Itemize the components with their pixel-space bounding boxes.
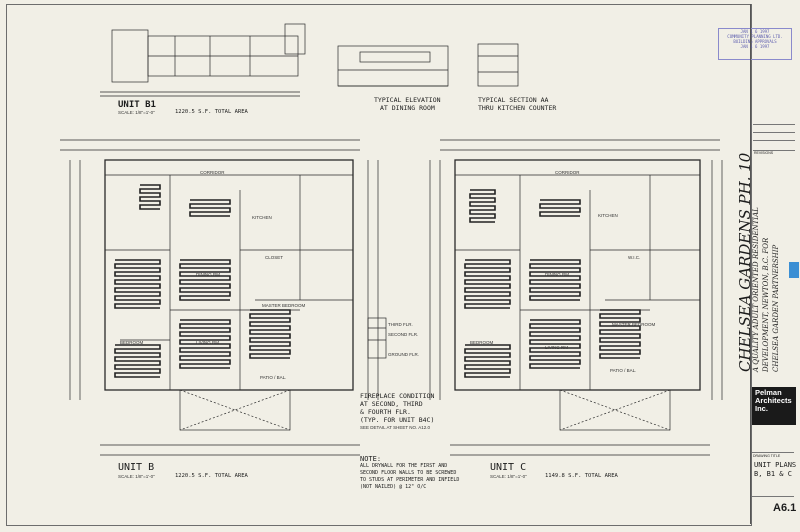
drawing-title-label: DRAWING TITLE <box>753 454 781 458</box>
unit-c-balcony <box>559 389 671 431</box>
unit-c-room-living: LIVING RM <box>545 345 569 350</box>
unit-b-room-living: LIVING RM <box>196 340 220 345</box>
general-note-3: TO STUDS AT PERIMETER AND INFIELD <box>360 477 460 483</box>
fireplace-note-2: AT SECOND, THIRD <box>360 400 423 408</box>
unit-b1-label: UNIT B1 <box>118 100 156 110</box>
general-note-2: SECOND FLOOR WALLS TO BE SCREWED <box>360 470 457 476</box>
elevation-title-2: AT DINING ROOM <box>380 104 435 112</box>
revisions-label: REVISIONS <box>754 151 774 155</box>
b1-stair-outline <box>111 29 149 83</box>
fireplace-detail <box>367 317 387 359</box>
unit-b-room-bedroom: BEDROOM <box>120 340 144 345</box>
stamp-line-1: JAN 1 6 1997 <box>740 29 770 34</box>
general-note-title: NOTE: <box>360 455 382 463</box>
unit-b-room-closet: CLOSET <box>265 255 284 260</box>
fireplace-third-flr: THIRD FLR. <box>388 322 413 327</box>
unit-b-room-patio: PATIO / BAL. <box>260 375 287 380</box>
project-line-3: DEVELOPMENT, NEWTON, B.C. FOR <box>762 237 770 372</box>
unit-c-room-patio: PATIO / BAL. <box>610 368 637 373</box>
sheet-title-1: UNIT PLANS <box>754 461 797 469</box>
approval-stamp: JAN 1 6 1997 COMMUNITY PLANNING LTD. BUI… <box>718 28 792 60</box>
general-note-4: (NOT NAILED) @ 12" O/C <box>360 484 427 490</box>
unit-c-room-kitchen: KITCHEN <box>598 213 618 218</box>
unit-b-room-corridor: CORRIDOR <box>200 170 225 175</box>
section-title-1: TYPICAL SECTION AA <box>478 96 549 104</box>
unit-b-balcony <box>179 389 291 431</box>
unit-b-label: UNIT B <box>118 462 155 473</box>
unit-b-area: 1220.5 S.F. TOTAL AREA <box>175 473 248 479</box>
blue-tab-marker <box>789 262 799 278</box>
unit-c-area: 1149.8 S.F. TOTAL AREA <box>545 473 618 479</box>
stamp-line-2: COMMUNITY PLANNING LTD. <box>727 34 783 39</box>
fireplace-note-1: FIREPLACE CONDITION <box>360 392 435 400</box>
elevation-title-1: TYPICAL ELEVATION <box>374 96 441 104</box>
fireplace-note-3: & FOURTH FLR. <box>360 408 411 416</box>
unit-b-radiant-loops <box>114 184 291 378</box>
section-outline <box>477 43 519 87</box>
unit-c-scale: SCALE: 1/8"=1'-0" <box>490 474 527 479</box>
general-note-1: ALL DRYWALL FOR THE FIRST AND <box>360 463 448 469</box>
unit-b1-area: 1220.5 S.F. TOTAL AREA <box>175 109 248 115</box>
fireplace-ground-flr: GROUND FLR. <box>388 352 420 357</box>
firm-name-3: Inc. <box>755 404 768 413</box>
unit-b1-scale: SCALE: 1/8"=1'-0" <box>118 110 155 115</box>
unit-b-scale: SCALE: 1/8"=1'-0" <box>118 474 155 479</box>
sheet-number: A6.1 <box>773 502 797 514</box>
stamp-line-3: BUILDING APPROVALS <box>733 39 777 44</box>
fireplace-note-4: (TYP. FOR UNIT B4C) <box>360 416 435 424</box>
sheet-title-2: B, B1 & C <box>754 470 792 478</box>
unit-c-room-corridor: CORRIDOR <box>555 170 580 175</box>
fireplace-second-flr: SECOND FLR. <box>388 332 419 337</box>
title-block: REVISIONS <box>750 4 795 524</box>
unit-b-room-kitchen: KITCHEN <box>252 215 272 220</box>
unit-b-room-master: MASTER BEDROOM <box>262 303 306 308</box>
unit-c-radiant-loops <box>464 189 641 378</box>
unit-b-room-dining: DINING RM <box>196 272 220 277</box>
section-title-2: THRU KITCHEN COUNTER <box>478 104 557 112</box>
stamp-line-4: JAN 1 6 1997 <box>740 44 770 49</box>
unit-c-label: UNIT C <box>490 462 527 473</box>
firm-logo: Pelman Architects Inc. <box>752 387 796 425</box>
fireplace-note-5: SEE DETAIL AT SHEET NO. A12.0 <box>360 425 431 430</box>
unit-c-room-master: MASTER BEDROOM <box>612 322 656 327</box>
sheet-border <box>6 4 752 526</box>
firm-name-1: Pelman <box>755 388 782 397</box>
unit-c-room-bedroom: BEDROOM <box>470 340 494 345</box>
unit-c-room-dining: DINING RM <box>545 272 569 277</box>
project-line-4: CHELSEA GARDEN PARTNERSHIP <box>772 244 780 372</box>
unit-c-room-wic: W.I.C. <box>628 255 641 260</box>
project-line-2: A QUALITY ADULT ORIENTED RESIDENTIAL <box>752 207 760 372</box>
firm-name-2: Architects <box>755 396 792 405</box>
